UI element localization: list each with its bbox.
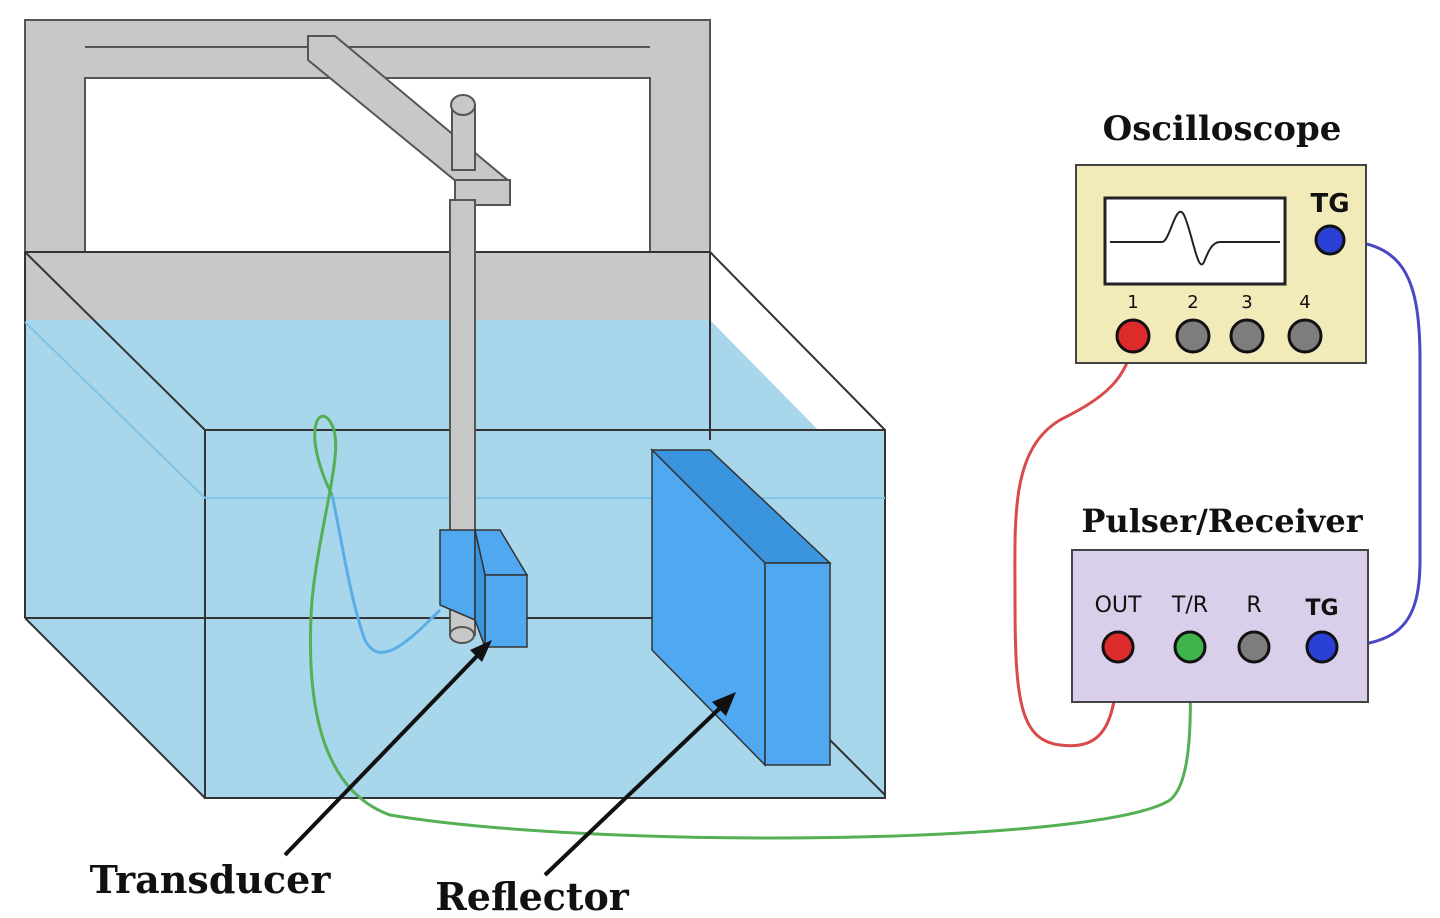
transducer-cable-underwater [330, 494, 442, 654]
reflector-label: Reflector [435, 874, 630, 918]
tg-port-label: TG [1305, 596, 1338, 621]
reflector-arrow [543, 692, 736, 877]
reflector [650, 448, 832, 767]
positioning-arm [307, 35, 511, 206]
channel-1-label: 1 [1127, 292, 1138, 313]
tg-port [1305, 630, 1339, 664]
oscilloscope-title: Oscilloscope [1103, 109, 1342, 149]
r-port [1237, 630, 1271, 664]
green-cable [308, 414, 1192, 840]
transducer [439, 529, 529, 648]
oscilloscope-waveform [1110, 210, 1280, 266]
channel-4-port [1287, 318, 1323, 354]
channel-2-port [1175, 318, 1211, 354]
r-port-label: R [1246, 593, 1261, 618]
channel-3-label: 3 [1241, 292, 1252, 313]
channel-2-label: 2 [1187, 292, 1198, 313]
channel-4-label: 4 [1299, 292, 1310, 313]
channel-3-port [1229, 318, 1265, 354]
transducer-arrow [283, 640, 492, 857]
pulser-receiver: Pulser/Receiver OUT T/R R TG [1071, 502, 1369, 703]
pulser-receiver-title: Pulser/Receiver [1081, 502, 1363, 540]
blue-cable [1321, 238, 1422, 649]
out-port [1101, 630, 1135, 664]
channel-1-port [1115, 318, 1151, 354]
pulser-receiver-panel [1071, 549, 1369, 703]
out-port-label: OUT [1095, 593, 1142, 618]
tr-port [1173, 630, 1207, 664]
tr-port-label: T/R [1171, 593, 1208, 618]
red-cable [1013, 336, 1135, 748]
oscilloscope-tg-port [1314, 224, 1346, 256]
oscilloscope: Oscilloscope TG 1 2 3 4 [1075, 109, 1367, 364]
oscilloscope-tg-label: TG [1310, 189, 1349, 219]
transducer-label: Transducer [90, 857, 332, 902]
support-frame [24, 19, 711, 322]
